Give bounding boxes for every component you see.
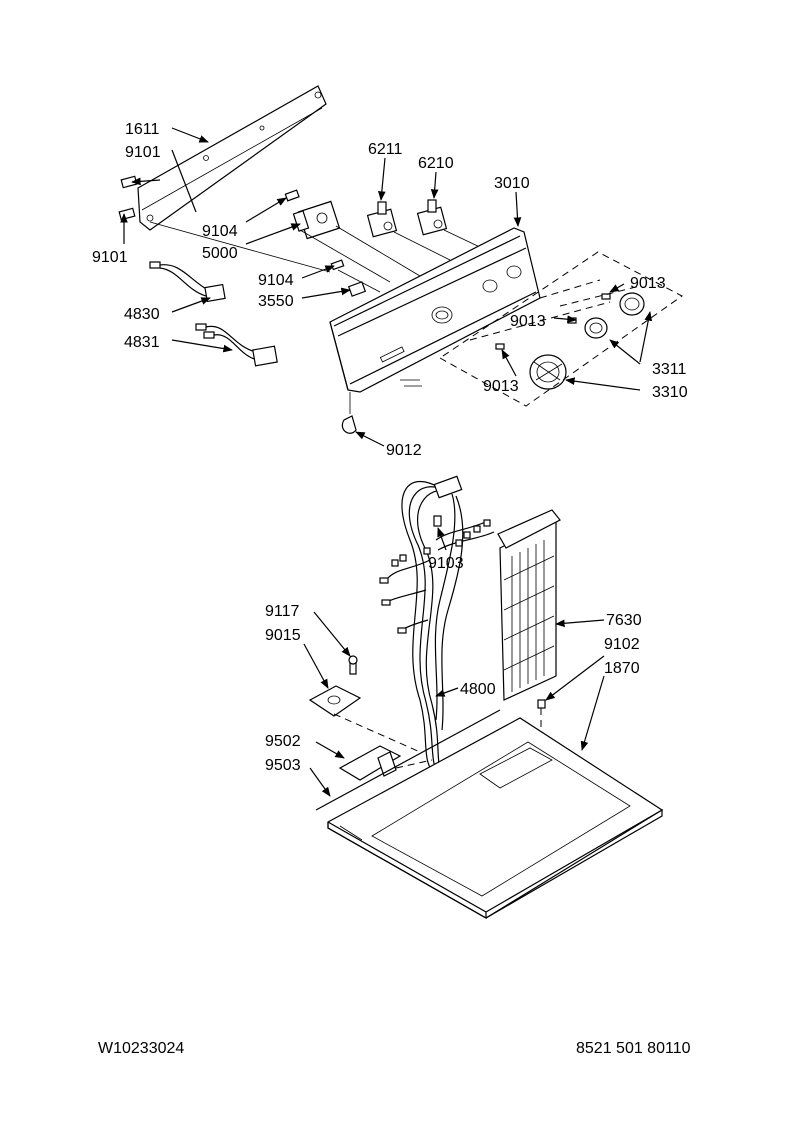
callout-9013-top: 9013 [630, 275, 666, 292]
screw-9102 [537, 699, 546, 709]
callout-6210: 6210 [418, 155, 454, 172]
knob-kit-boundary [439, 251, 683, 407]
callout-9503: 9503 [265, 757, 301, 774]
callout-labels: 1611 9101 9101 6211 6210 3010 9104 5000 … [92, 121, 688, 774]
screw-9104-lower [330, 259, 345, 271]
timer-5000 [292, 200, 341, 240]
callout-9013-middle: 9013 [510, 313, 546, 330]
leader-lines [120, 127, 653, 797]
clip-9012 [341, 392, 357, 434]
callout-9104-upper: 9104 [202, 223, 238, 240]
assembly-lines-upper [149, 221, 487, 293]
wire-harness-4830 [149, 261, 226, 303]
callout-9104-lower: 9104 [258, 272, 294, 289]
callout-3010: 3010 [494, 175, 530, 192]
callout-4830: 4830 [124, 306, 160, 323]
callout-9101-lower: 9101 [92, 249, 128, 266]
callout-6211: 6211 [368, 141, 403, 158]
screw-9104-upper [284, 189, 300, 202]
rear-mounting-bracket [137, 85, 327, 231]
document-number: W10233024 [98, 1040, 185, 1057]
terminal-tabs [379, 519, 491, 634]
screw-9101-lower [118, 207, 136, 221]
callout-4800: 4800 [460, 681, 496, 698]
part-9502 [338, 745, 402, 781]
top-panel-1870 [327, 717, 664, 920]
switch-6210 [416, 199, 448, 236]
callout-9013-bottom: 9013 [483, 378, 519, 395]
callout-9015: 9015 [265, 627, 301, 644]
rod-9503 [315, 709, 501, 811]
knob-3311-upper [619, 292, 645, 316]
knob-3310-timer [529, 354, 567, 390]
callout-9103: 9103 [428, 555, 464, 572]
wire-harness-4831 [195, 323, 278, 367]
callout-3550: 3550 [258, 293, 294, 310]
callout-7630: 7630 [606, 612, 642, 629]
heater-element-7630 [497, 509, 561, 701]
callout-5000: 5000 [202, 245, 238, 262]
knob-3311-lower [584, 317, 608, 339]
callout-9117: 9117 [265, 603, 300, 620]
part-3550 [347, 281, 367, 297]
callout-3311: 3311 [652, 361, 687, 378]
screw-9103 [433, 515, 442, 527]
callout-9502: 9502 [265, 733, 301, 750]
switch-6211 [366, 201, 398, 238]
callout-1611: 1611 [125, 121, 160, 138]
callout-9012: 9012 [386, 442, 422, 459]
callout-3310: 3310 [652, 384, 688, 401]
callout-9102: 9102 [604, 636, 640, 653]
callout-9101-upper: 9101 [125, 144, 161, 161]
main-wire-harness-4800 [383, 475, 495, 781]
callout-4831: 4831 [124, 334, 160, 351]
callout-1870: 1870 [604, 660, 640, 677]
bracket-9015 [308, 655, 362, 717]
part-number: 8521 501 80110 [576, 1040, 691, 1057]
